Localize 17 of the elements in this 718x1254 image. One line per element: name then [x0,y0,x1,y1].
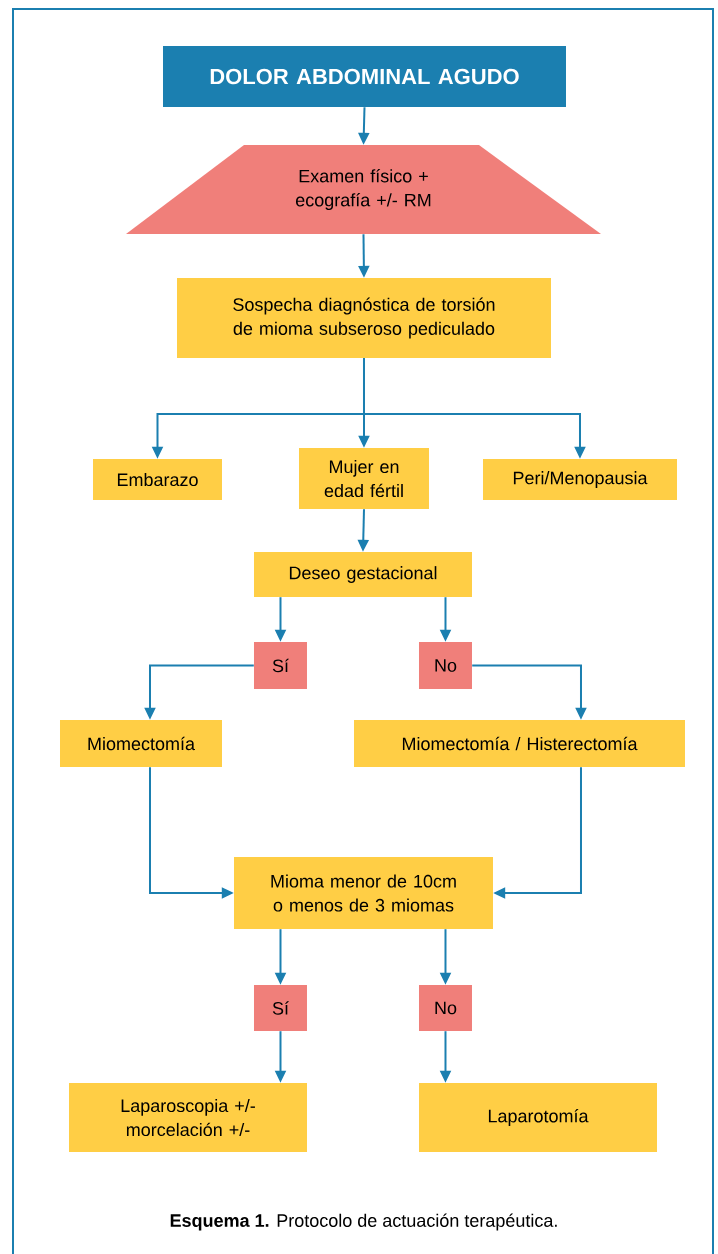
decision-box: No [419,642,472,689]
process-box: Miomectomía / Histerectomía [354,720,685,767]
decision-box: Sí [254,985,307,1031]
caption: Esquema 1. Protocolo de actuación terapéutica. [170,1213,557,1231]
process-box: Mioma menor de 10cm o menos de 3 miomas [234,857,493,929]
process-box: Laparoscopia +/- morcelación +/- [69,1083,307,1152]
header-box: DOLOR ABDOMINAL AGUDO [163,46,566,107]
process-box: Embarazo [93,459,222,500]
process-box: Miomectomía [60,720,222,767]
process-box: Mujer en edad fértil [299,448,429,509]
process-box: Laparotomía [419,1083,657,1152]
decision-box: Sí [254,642,307,689]
decision-box: No [419,985,472,1031]
process-box: Sospecha diagnóstica de torsión de mioma subseroso pediculado [177,278,551,358]
trapezoid-box: Examen físico + ecografía +/- RM [126,145,601,234]
process-box: Peri/Menopausia [483,459,677,500]
process-box: Deseo gestacional [254,552,472,597]
